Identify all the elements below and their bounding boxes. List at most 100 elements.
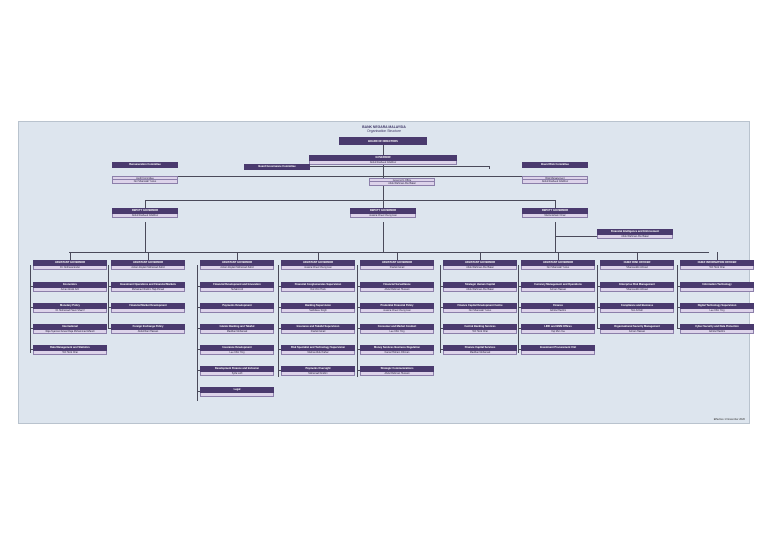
unit-title: Insurance and Takaful Supervision bbox=[281, 324, 355, 330]
unit-head-name: Muhamad Ibrahim bbox=[281, 371, 355, 376]
unit-box: Payments Development bbox=[200, 303, 274, 313]
unit-head-name: Abdul Rahman Hussain bbox=[360, 371, 434, 376]
deputy-1-name: Abdul Rasheed Ghaffour bbox=[112, 213, 178, 218]
unit-head-name: Toh Hock Chai bbox=[443, 329, 517, 334]
unit-box: Investment Operations and Financial Mark… bbox=[111, 282, 185, 292]
unit-title: Financial Conglomerates Supervision bbox=[281, 282, 355, 288]
audit-title: Audit Committee bbox=[112, 176, 178, 180]
unit-head-name bbox=[111, 308, 185, 313]
risk-management-title: Risk Management bbox=[522, 176, 588, 180]
unit-title: LINK and BNM Offices bbox=[521, 324, 595, 330]
unit-title: Consumer and Market Conduct bbox=[360, 324, 434, 330]
unit-head-name: Nor Shamsiah Yunus bbox=[443, 308, 517, 313]
governor-title: GOVERNOR bbox=[309, 155, 457, 161]
column-head-name: Adnan Zaylani Mohamad Zahid bbox=[111, 265, 185, 270]
unit-title: Digital Technology Supervision bbox=[680, 303, 754, 309]
unit-head-name: Dr. Mohamad Hasni Sharrif bbox=[33, 308, 107, 313]
column-head-name: Toh Hock Chai bbox=[680, 265, 754, 270]
unit-title: Compliance and Business bbox=[600, 303, 674, 309]
deputy-governor-1: DEPUTY GOVERNOR Abdul Rasheed Ghaffour bbox=[112, 208, 178, 218]
unit-head-name: Fraziali Ismail bbox=[281, 329, 355, 334]
column-head-name: Adnan Zaylani Mohamad Zahid bbox=[200, 265, 274, 270]
unit-title: Monetary Policy bbox=[33, 303, 107, 309]
unit-head-name: Syifa Lutfi bbox=[200, 371, 274, 376]
governance-committee: Board Governance Committee bbox=[244, 164, 310, 170]
unit-head-name: Jafrizal Hashim bbox=[521, 308, 595, 313]
unit-title: Finance Capital Development Centre bbox=[443, 303, 517, 309]
unit-title: Investment Operations and Financial Mark… bbox=[111, 282, 185, 288]
governance-title: Board Governance Committee bbox=[244, 164, 310, 170]
risk-committee: Board Risk Committee bbox=[522, 162, 588, 168]
column-head-title: ASSISTANT GOVERNOR bbox=[111, 260, 185, 266]
unit-title: Strategic Communications bbox=[360, 366, 434, 372]
unit-head-name: Yap Mun Yee bbox=[521, 329, 595, 334]
governors-office-name: Abdul Rahman Abu Bakar bbox=[369, 182, 435, 186]
financial-intelligence: Financial Intelligence and Enforcement A… bbox=[597, 229, 673, 239]
column-head-title: ASSISTANT GOVERNOR bbox=[521, 260, 595, 266]
column-head-title: ASSISTANT GOVERNOR bbox=[200, 260, 274, 266]
unit-title: Currency Management and Operations bbox=[521, 282, 595, 288]
unit-head-name: Nor Azizah bbox=[600, 308, 674, 313]
unit-title: Finance bbox=[521, 303, 595, 309]
unit-head-name bbox=[680, 287, 754, 292]
committee-line bbox=[145, 176, 555, 177]
unit-head-name: Jafrizal Hashim bbox=[680, 329, 754, 334]
unit-title: Financial Market Development bbox=[111, 303, 185, 309]
unit-head-name bbox=[200, 392, 274, 397]
unit-title: Insurance Development bbox=[200, 345, 274, 351]
unit-box: Legal bbox=[200, 387, 274, 397]
unit-head-name: Lee Chin Ying bbox=[680, 308, 754, 313]
unit-title: Development Finance and Inclusion bbox=[200, 366, 274, 372]
unit-title: Islamic Banking and Takaful bbox=[200, 324, 274, 330]
audit-name: Nor Shamsiah Yunus bbox=[112, 180, 178, 184]
audit-committee: Audit Committee Nor Shamsiah Yunus bbox=[112, 176, 178, 184]
unit-title: Investment Procurement Unit bbox=[521, 345, 595, 351]
column-head-title: CHIEF INFORMATION OFFICER bbox=[680, 260, 754, 266]
unit-title: International bbox=[33, 324, 107, 330]
unit-head-name: Madzlan Mohamad bbox=[200, 329, 274, 334]
unit-title: Data Management and Statistics bbox=[33, 345, 107, 351]
risk-committee-title: Board Risk Committee bbox=[522, 162, 588, 168]
unit-box: Information Technology bbox=[680, 282, 754, 292]
unit-title: Information Technology bbox=[680, 282, 754, 288]
unit-head-name: Ooi Chin Hock bbox=[281, 287, 355, 292]
deputy-2-title: DEPUTY GOVERNOR bbox=[350, 208, 416, 214]
unit-title: Enterprise Risk Management bbox=[600, 282, 674, 288]
governors-office-title: Governor's Office bbox=[369, 178, 435, 182]
unit-head-name: Madzlan Mohamad bbox=[443, 350, 517, 355]
deputy-1-title: DEPUTY GOVERNOR bbox=[112, 208, 178, 214]
deputy-line bbox=[145, 200, 555, 201]
unit-box: Investment Procurement Unit bbox=[521, 345, 595, 355]
unit-head-name: Lee Chin Ying bbox=[200, 350, 274, 355]
column-head-name: Jessica Chew Cheng Lian bbox=[281, 265, 355, 270]
unit-head-name: Kamal Hisham Othman bbox=[360, 350, 434, 355]
risk-management-name: Abdul Rasheed Ghaffour bbox=[522, 180, 588, 184]
unit-title: Financial Surveillance bbox=[360, 282, 434, 288]
org-chart: BANK NEGARA MALAYSIA Organisation Struct… bbox=[18, 121, 754, 424]
unit-title: Legal bbox=[200, 387, 274, 393]
deputy-governor-3: DEPUTY GOVERNOR Marzunisham Omar bbox=[522, 208, 588, 218]
unit-head-name: Shamsuddin Ahmad bbox=[600, 287, 674, 292]
unit-box: Financial Market Development bbox=[111, 303, 185, 313]
